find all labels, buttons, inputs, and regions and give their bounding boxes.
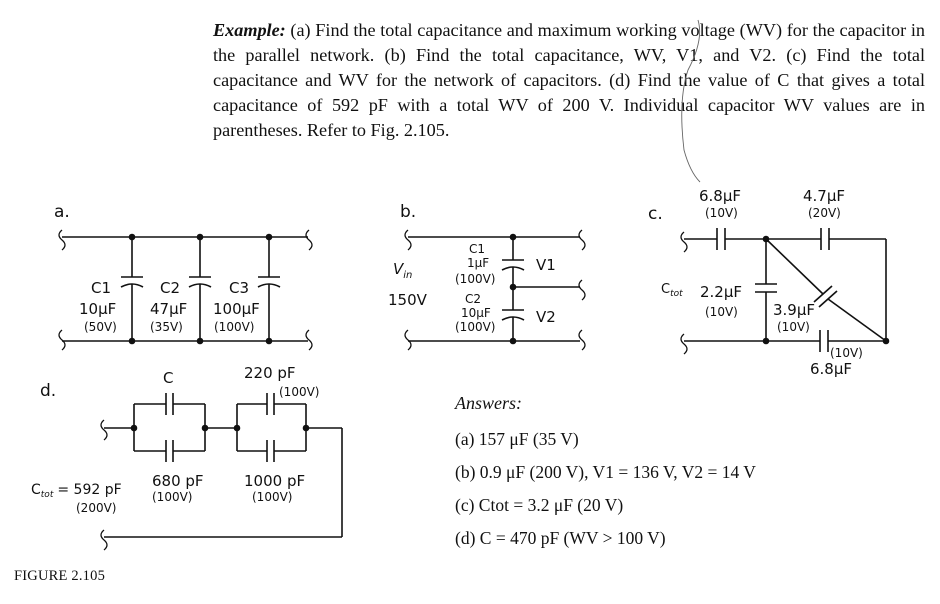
cap-c-top-left-value: 6.8μF [699,187,741,205]
circuit-a-label: a. [54,202,70,222]
cap-a-c3-value: 100μF [213,300,260,318]
ctot-d-label: Ctot= 592 pF [31,482,122,500]
cap-d-680-wv: (100V) [152,490,192,504]
cap-c-diag-wv: (10V) [777,320,810,334]
cap-b-c2-value: 10μF [461,306,491,320]
cap-a-c2 [188,237,212,341]
cap-a-c1-wv: (50V) [84,320,117,334]
cap-b-c1-value: 1μF [467,256,489,270]
cap-c-top-right-value: 4.7μF [803,187,845,205]
answer-c: (c) Ctot = 3.2 μF (20 V) [455,495,624,515]
node-v1: V1 [536,256,556,274]
cap-d-220-wv: (100V) [279,385,319,399]
circuit-d: d. C 220 pF [31,364,343,551]
cap-c-bottom-value: 6.8μF [810,360,852,378]
cap-c-shunt-value: 2.2μF [700,283,742,301]
cap-a-c1-name: C1 [91,279,111,297]
source-vin: Vin [393,260,412,281]
circuit-a: a. C1 [54,202,313,351]
circuit-c-label: c. [648,204,663,224]
circuit-b-label: b. [400,202,416,222]
answer-b: (b) 0.9 μF (200 V), V1 = 136 V, V2 = 14 … [455,462,756,482]
circuit-c: c. 6.8μF (10V) 4.7μF (20V) [648,187,890,378]
cap-a-c2-wv: (35V) [150,320,183,334]
cap-a-c3 [257,237,281,341]
cap-d-1000-value: 1000 pF [244,472,305,490]
cap-a-c2-name: C2 [160,279,180,297]
cap-d-680-value: 680 pF [152,472,204,490]
cap-b-c2-name: C2 [465,292,481,306]
cap-c-diag-value: 3.9μF [773,301,815,319]
cap-a-c1 [120,237,144,341]
ctot-c-label: Ctot [661,282,683,299]
cap-a-c3-wv: (100V) [214,320,254,334]
circuit-d-label: d. [40,381,56,401]
circuit-b: b. Vin 150V C1 1μF (100V) V1 C2 10μF (10… [388,202,586,351]
cap-d-1000-wv: (100V) [252,490,292,504]
answers-heading: Answers: [455,393,522,413]
example-lead: Example: [213,20,286,40]
cap-a-c3-name: C3 [229,279,249,297]
cap-d-220-value: 220 pF [244,364,296,382]
example-text: (a) Find the total capacitance and maxim… [213,20,925,140]
cap-c-bottom-wv: (10V) [830,346,863,360]
figure-caption: FIGURE 2.105 [14,568,106,584]
cap-c-top-right-wv: (20V) [808,206,841,220]
cap-d-c-label: C [163,369,173,387]
cap-c-shunt-wv: (10V) [705,305,738,319]
ctot-d-wv: (200V) [76,501,116,515]
cap-b-c1-name: C1 [469,242,485,256]
pencil-mark [681,19,701,183]
answer-d: (d) C = 470 pF (WV > 100 V) [455,528,666,548]
cap-b-c2-wv: (100V) [455,320,495,334]
cap-c-top-left-wv: (10V) [705,206,738,220]
problem-statement: Example: (a) Find the total capacitance … [213,18,925,143]
source-value: 150V [388,291,428,309]
answers-section: Answers: (a) 157 μF (35 V) (b) 0.9 μF (2… [455,393,756,560]
cap-a-c2-value: 47μF [150,300,187,318]
cap-a-c1-value: 10μF [79,300,116,318]
cap-b-c1-wv: (100V) [455,272,495,286]
answer-a: (a) 157 μF (35 V) [455,429,579,449]
node-v2: V2 [536,308,556,326]
